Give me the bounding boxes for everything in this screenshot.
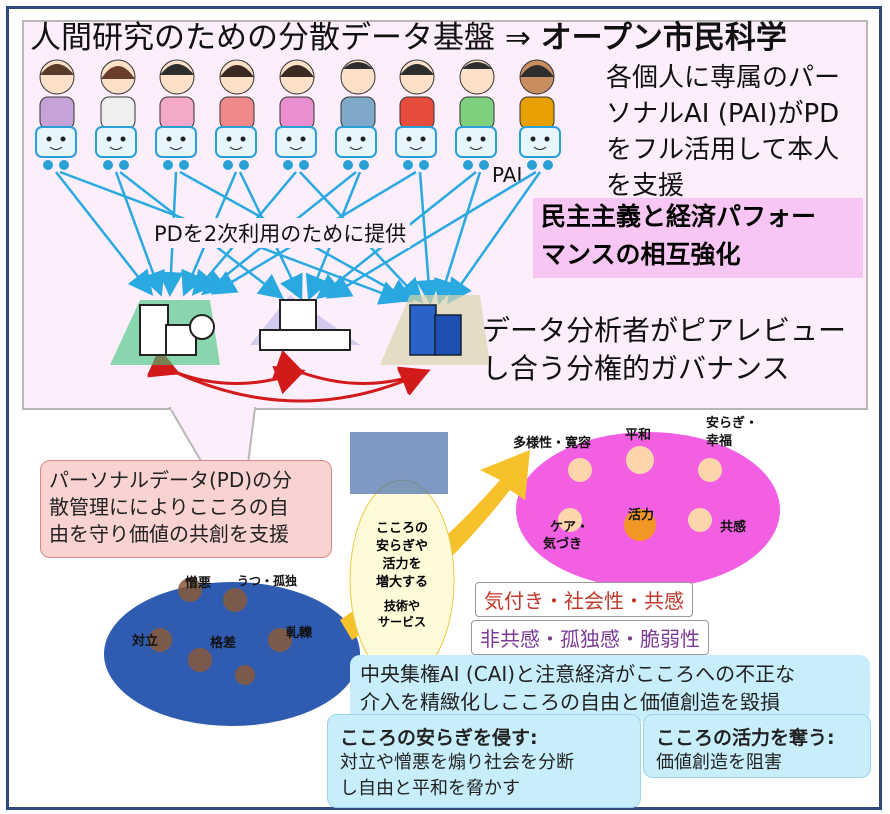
people-row (35, 59, 561, 170)
negative-ellipse (104, 582, 360, 726)
pd-callout: パーソナルデータ(PD)の分散管理にによりこころの自由を守り価値の共創を支援 (40, 460, 332, 558)
democracy-box: 民主主義と経済パフォーマンスの相互強化 (533, 198, 863, 278)
hospital-building-icon (110, 300, 220, 365)
institution-building-icon (110, 295, 490, 365)
person-illustration (39, 59, 555, 130)
center-text: こころの安らぎや活力を増大する (375, 521, 428, 590)
vitality-threat-box: こころの活力を奪う: 価値創造を阻害 (643, 714, 871, 778)
government-building-icon (250, 295, 360, 351)
label-vitality: 活力 (628, 508, 655, 523)
technology-image (350, 432, 448, 494)
tag-positive: 気付き・社会性・共感 (475, 582, 693, 617)
tag-negative: 非共感・孤独感・脆弱性 (471, 620, 709, 655)
page-title: 人間研究のための分散データ基盤 ⇒ オープン市民科学 (30, 20, 787, 56)
center-subtext: 技術やサービス (377, 599, 426, 629)
label-hatred: 憎悪 (185, 576, 212, 591)
label-friction: 軋轢 (286, 626, 313, 641)
outer-frame (6, 6, 882, 810)
cai-box: 中央集権AI (CAI)と注意経済がこころへの不正な介入を精緻化しこころの自由と… (350, 655, 870, 721)
label-wellbeing-2: 幸福 (706, 434, 733, 449)
pai-robot-icon (35, 126, 561, 170)
label-empathy: 共感 (720, 520, 747, 535)
office-building-icon (380, 295, 490, 365)
label-depression: うつ・孤独 (237, 574, 298, 588)
pd-provide-label: PDを2次利用のために提供 (150, 218, 411, 248)
label-diversity: 多様性・寛容 (513, 436, 592, 451)
label-care-2: 気づき (543, 537, 583, 552)
label-care-1: ケア・ (550, 520, 590, 535)
bubble-tail-cover (171, 402, 254, 410)
analyst-text: データ分析者がピアレビューし合う分権的ガバナンス (482, 314, 847, 385)
peace-threat-box: こころの安らぎを侵す: 対立や憎悪を煽り社会を分断 し自由と平和を脅かす (327, 714, 641, 808)
label-peace: 平和 (625, 428, 652, 443)
label-disparity: 格差 (210, 636, 237, 651)
negative-people (148, 578, 292, 685)
label-conflict: 対立 (132, 634, 159, 649)
positive-people (558, 446, 722, 541)
label-wellbeing-1: 安らぎ・ (706, 416, 759, 431)
